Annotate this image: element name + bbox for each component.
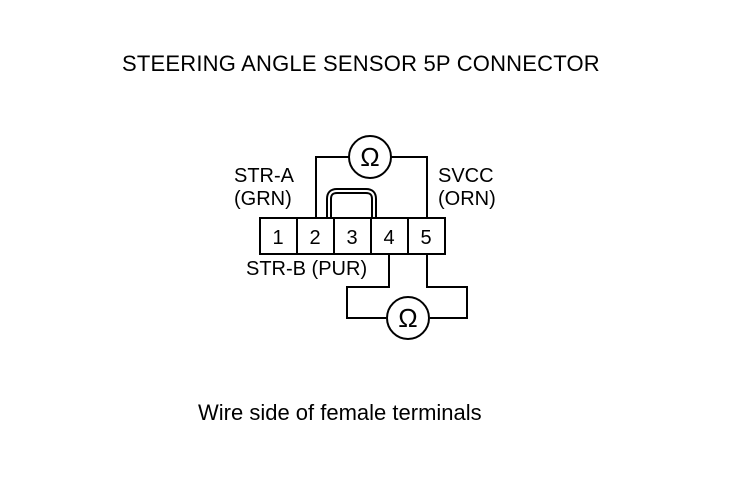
ohm-symbol-upper: Ω [360, 142, 379, 172]
ohm-symbol-lower: Ω [398, 303, 417, 333]
jumper-wire [326, 188, 377, 218]
terminal-2: 2 [309, 227, 320, 249]
upper-lead-left [315, 156, 349, 218]
lower-lead-right [426, 254, 468, 319]
connector-body: 1 2 3 4 5 [259, 217, 446, 255]
lower-lead-left [346, 254, 390, 319]
str-a-label: STR-A [234, 165, 294, 187]
terminal-5: 5 [420, 227, 431, 249]
upper-lead-right [391, 156, 428, 218]
ohmmeter-icon: Ω [348, 135, 392, 179]
diagram-title: STEERING ANGLE SENSOR 5P CONNECTOR [122, 51, 600, 76]
str-a-wire-color: (GRN) [234, 188, 292, 210]
terminal-1: 1 [272, 227, 283, 249]
ohmmeter-icon: Ω [386, 296, 430, 340]
svcc-wire-color: (ORN) [438, 188, 496, 210]
str-b-label: STR-B (PUR) [246, 258, 368, 280]
terminal-3: 3 [346, 227, 357, 249]
diagram-caption: Wire side of female terminals [198, 400, 482, 425]
svcc-label: SVCC [438, 165, 494, 187]
terminal-4: 4 [383, 227, 394, 249]
